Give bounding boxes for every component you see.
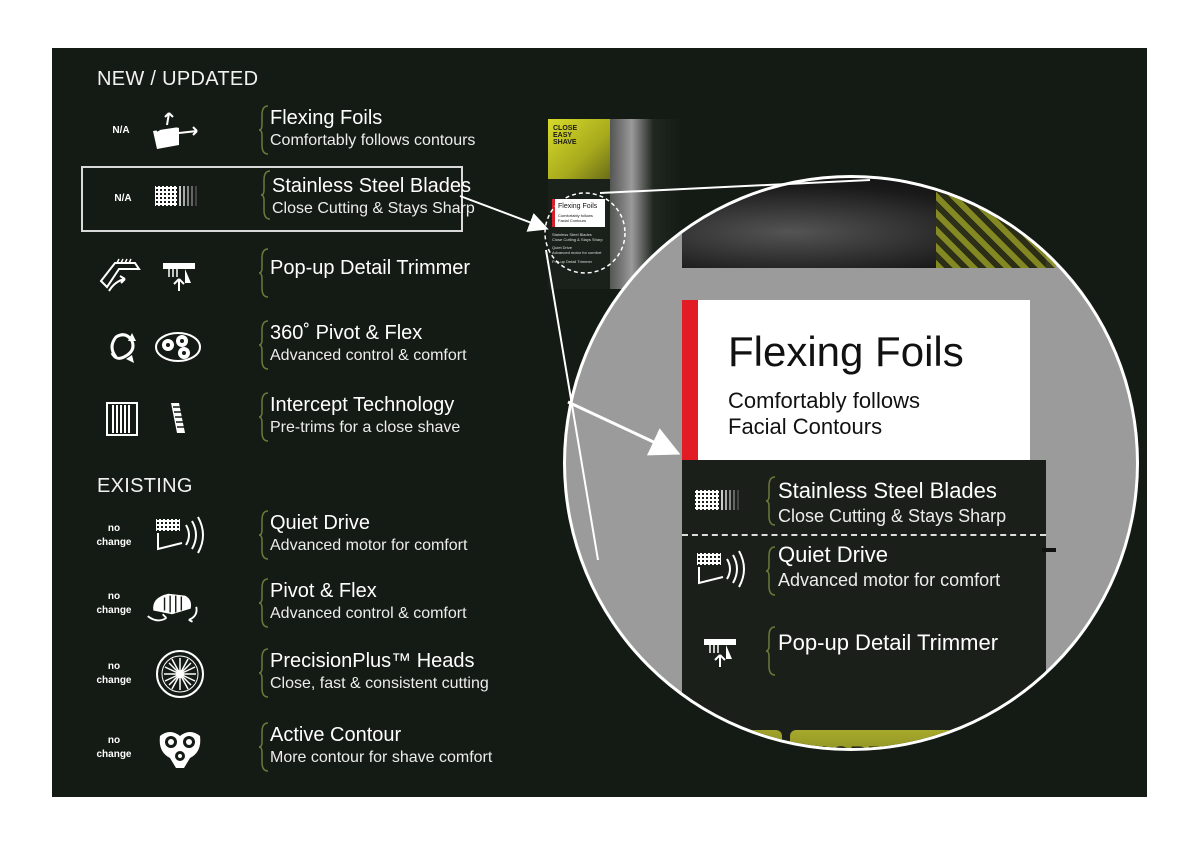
brace-icon [259, 392, 269, 442]
status-label: N/A [112, 125, 130, 136]
blades-icon [692, 476, 750, 524]
feature-title: Active Contour [270, 724, 402, 746]
feature-row-360-pivot: 360˚ Pivot & Flex Advanced control & com… [92, 318, 472, 374]
package-pattern [936, 178, 1056, 268]
section-label-existing: EXISTING [97, 475, 193, 497]
intercept-front-icon [94, 392, 150, 444]
feature-subtitle: Advanced motor for comfort [270, 537, 468, 554]
package-text-line: EASY [553, 132, 573, 139]
intercept-icon [152, 392, 208, 444]
feature-title: Pivot & Flex [270, 580, 377, 602]
feature-subtitle: Close Cutting & Stays Sharp [272, 200, 475, 217]
quiet-drive-icon [692, 546, 750, 594]
feature-row-stainless-steel-blades: N/A Stainless Steel Blades Close Cutting… [81, 166, 475, 232]
brace-icon [259, 510, 269, 560]
magnified-white-label: Flexing Foils Comfortably follows Facial… [682, 300, 1030, 460]
pivot-icon [150, 320, 206, 372]
section-label-new: NEW / UPDATED [97, 68, 259, 90]
magnified-subtitle: Comfortably follows Facial Contours [728, 388, 920, 439]
magnified-row-trimmer: Pop-up Detail Trimmer [682, 620, 1046, 680]
brace-icon [259, 648, 269, 698]
feature-board: NEW / UPDATED N/A Flexing Foils Comforta… [52, 48, 1147, 797]
feature-subtitle: Advanced control & comfort [270, 347, 467, 364]
magnified-row-blades: Stainless Steel Blades Close Cutting & S… [682, 470, 1046, 530]
active-contour-icon [152, 722, 208, 774]
feature-title: Pop-up Detail Trimmer [270, 257, 471, 279]
pivot-flex-icon [144, 578, 200, 630]
brace-icon [259, 320, 269, 370]
flexing-foils-icon [147, 105, 203, 157]
feature-row-popup-trimmer: Pop-up Detail Trimmer [92, 246, 472, 302]
feature-row-flexing-foils: N/A Flexing Foils Comfortably follows co… [92, 103, 476, 159]
magnified-view: Flexing Foils Comfortably follows Facial… [566, 178, 1136, 748]
feature-title: Intercept Technology [270, 394, 455, 416]
magnified-row-quiet-drive: Quiet Drive Advanced motor for comfort [682, 540, 1046, 600]
feature-subtitle: Close, fast & consistent cutting [270, 675, 489, 692]
magnified-title: Flexing Foils [728, 328, 964, 375]
trimmer-icon [152, 248, 208, 300]
feature-subtitle: More contour for shave comfort [270, 749, 493, 766]
brace-icon [259, 248, 269, 298]
feature-title: Flexing Foils [270, 107, 383, 129]
package-text-line: SHAVE [553, 139, 577, 146]
package-text-line: CLOSE [553, 125, 578, 132]
package-header: CLOSE EASY SHAVE [548, 119, 610, 179]
feature-subtitle: Comfortably follows contours [270, 132, 476, 149]
magnified-bottom-bar: 30 CORDLESS U [682, 730, 1060, 748]
magnified-feature-panel: Stainless Steel Blades Close Cutting & S… [682, 460, 1046, 730]
red-accent-bar [682, 300, 698, 460]
brace-icon [766, 546, 776, 596]
package-white-label: Flexing Foils Comfortably follows Facial… [552, 199, 605, 227]
badge-box: 30 [682, 730, 782, 748]
rotation-icon [97, 320, 153, 372]
dash-tick [1042, 548, 1056, 552]
feature-subtitle: Pre-trims for a close shave [270, 419, 461, 436]
feature-subtitle: Advanced control & comfort [270, 605, 467, 622]
brace-icon [261, 170, 271, 220]
blades-icon [151, 170, 207, 222]
trimmer-icon [692, 626, 750, 674]
brace-icon [766, 626, 776, 676]
brace-icon [766, 476, 776, 526]
status-label: N/A [114, 193, 132, 204]
trimmer-side-icon [92, 248, 148, 300]
precision-heads-icon [152, 648, 208, 700]
feature-title: Quiet Drive [270, 512, 371, 534]
brace-icon [259, 105, 269, 155]
cordless-badge: CORDLESS U [790, 730, 1060, 748]
feature-row-intercept: Intercept Technology Pre-trims for a clo… [92, 390, 472, 446]
feature-title: 360˚ Pivot & Flex [270, 322, 423, 344]
feature-title: PrecisionPlus™ Heads [270, 650, 475, 672]
feature-title: Stainless Steel Blades [272, 175, 472, 197]
package-thumbnail: CLOSE EASY SHAVE Flexing Foils Comfortab… [548, 119, 610, 289]
brace-icon [259, 722, 269, 772]
dashed-divider [682, 534, 1046, 536]
brace-icon [259, 578, 269, 628]
quiet-drive-icon [152, 510, 208, 562]
